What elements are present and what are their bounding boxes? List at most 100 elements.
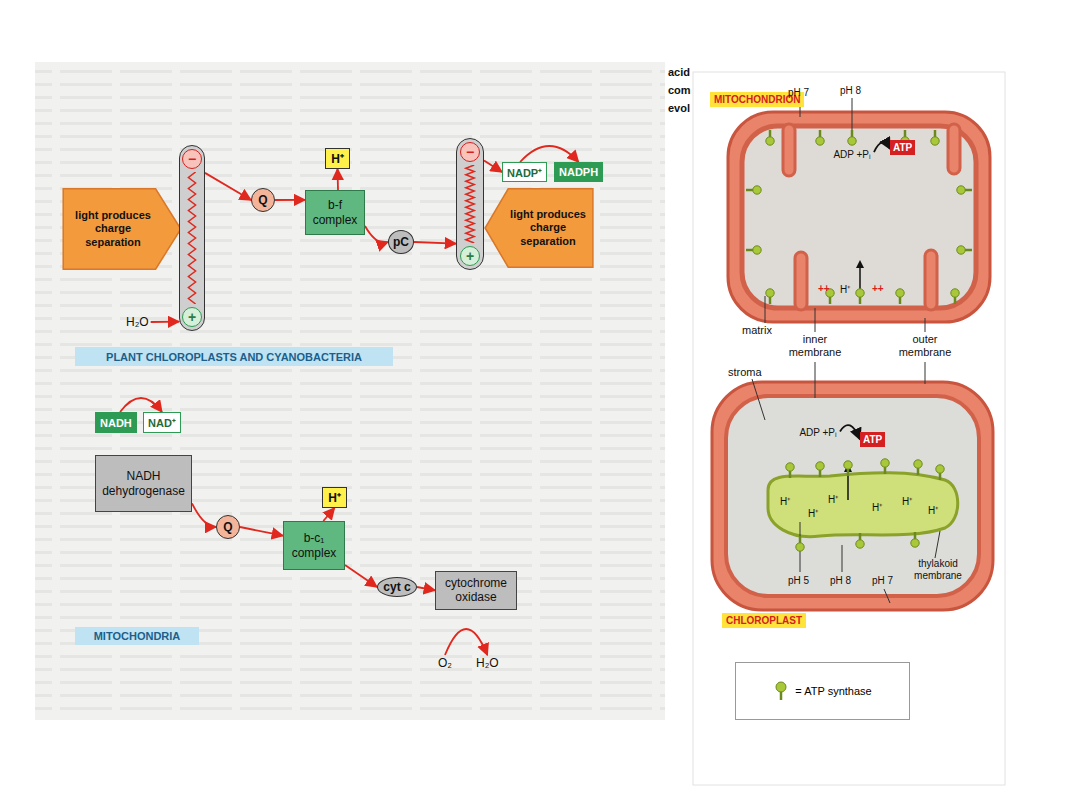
annotation-label: pH 5 [788, 575, 809, 586]
proton-box: H⁺ [322, 487, 347, 508]
atp-synthase [936, 465, 944, 480]
carrier-ellipse: cyt c [377, 577, 417, 597]
node-text: H⁺ [331, 150, 344, 167]
page-scan [35, 62, 665, 720]
atp-synthase [931, 130, 939, 145]
atp-synthase [911, 532, 919, 547]
node-text: ATP [893, 142, 912, 153]
node-text: b-c₁ complex [289, 531, 339, 560]
atp-synthase [816, 462, 824, 477]
atp-synthase [816, 130, 824, 145]
arrow-connector [484, 160, 502, 172]
annotation-label: pH 7 [788, 87, 809, 98]
arrow-connector [345, 565, 377, 587]
node-text: light produces charge separation [508, 208, 588, 248]
charge-sign: − [182, 149, 202, 169]
arrow-connector [337, 169, 339, 190]
complex-box: b-f complex [305, 190, 365, 235]
atp-synthase [848, 130, 856, 145]
arrow-connector [414, 242, 456, 244]
arrow-connector [417, 587, 435, 590]
arrow-connector [192, 503, 216, 527]
annotation-label: ++ [818, 283, 830, 294]
carrier-circle: pC [388, 230, 414, 254]
annotation-label: H⁺ [872, 500, 882, 514]
atp-synthase [914, 460, 922, 475]
node-text: Q [223, 520, 232, 534]
node-text: light produces charge separation [68, 209, 158, 249]
atp-synthase [746, 186, 761, 194]
atp-synthase-symbols [746, 130, 972, 551]
atp-synthase [896, 289, 904, 304]
node-text: MITOCHONDRIA [94, 630, 181, 642]
atp-synthase [957, 246, 972, 254]
annotation-label: ++ [872, 283, 884, 294]
enzyme-box: cytochrome oxidase [435, 571, 517, 610]
node-text: ATP [863, 434, 882, 445]
node-text: H₂O [476, 656, 499, 670]
product-box: ATP [860, 432, 885, 447]
node-text: NADH dehydrogenase [102, 469, 185, 498]
legend-head [776, 682, 786, 692]
annotation-label: evol [668, 102, 690, 114]
annotation-label: pH 8 [840, 85, 861, 96]
product-box: ATP [890, 140, 915, 155]
arrow-connector [205, 173, 251, 200]
molecule-text: O₂ [436, 655, 454, 671]
atp-synthase [796, 536, 804, 551]
complex-box: b-c₁ complex [283, 521, 345, 570]
annotation-label: H⁺ [840, 282, 850, 296]
charge-sign: + [182, 307, 202, 327]
node-text: b-f complex [311, 198, 359, 227]
reactant-text: ADP +Pᵢ [796, 426, 840, 440]
node-text: ADP +Pᵢ [799, 427, 836, 439]
atp-synthase [856, 533, 864, 548]
atp-synthase [746, 246, 761, 254]
arrow-connector [240, 527, 283, 536]
node-text: cyt c [383, 580, 410, 594]
arrow-connector [874, 142, 890, 152]
arrow-connector [445, 629, 487, 655]
arrow-connector [365, 226, 388, 243]
node-text: MITOCHONDRION [714, 94, 800, 105]
annotation-label: H⁺ [902, 494, 912, 508]
light-arrow: light produces charge separation [484, 188, 594, 268]
annotation-label: matrix [742, 324, 772, 336]
section-band: PLANT CHLOROPLASTS AND CYANOBACTERIA [75, 347, 393, 366]
legend-text: = ATP synthase [795, 685, 871, 697]
node-text: CHLOROPLAST [726, 615, 802, 626]
node-text: ADP +Pᵢ [833, 149, 870, 161]
atp-synthase [951, 289, 959, 304]
photosystem-bar: −+ [179, 145, 205, 331]
atp-synthase [957, 186, 972, 194]
arrow-connector [275, 199, 305, 201]
molecule-text: H₂O [124, 314, 151, 330]
light-arrow: light produces charge separation [62, 188, 182, 270]
proton-box: H⁺ [325, 148, 350, 169]
annotation-label: pH 7 [872, 575, 893, 586]
quinone-circle: Q [251, 188, 275, 212]
arrow-connector [840, 425, 860, 439]
molecule-box: NAD⁺ [143, 412, 181, 433]
annotation-label: stroma [728, 366, 762, 378]
arrow-fill [485, 189, 593, 267]
quinone-circle: Q [216, 515, 240, 539]
arrow-connector [520, 146, 578, 162]
node-text: NADPH [559, 166, 598, 178]
wavy-line-stroke [188, 172, 195, 304]
enzyme-box: NADH dehydrogenase [95, 455, 192, 512]
node-text: NADH [100, 417, 132, 429]
annotation-label: acid [668, 66, 690, 78]
node-text: O₂ [438, 656, 452, 670]
node-text: NAD⁺ [148, 415, 176, 430]
atp-synthase [881, 459, 889, 474]
molecule-box: NADH [95, 412, 137, 433]
section-band: MITOCHONDRIA [75, 627, 199, 645]
title-tag: CHLOROPLAST [722, 613, 806, 628]
legend-sample [773, 680, 789, 702]
annotation-label: H⁺ [928, 503, 938, 517]
reactant-text: ADP +Pᵢ [830, 148, 874, 162]
